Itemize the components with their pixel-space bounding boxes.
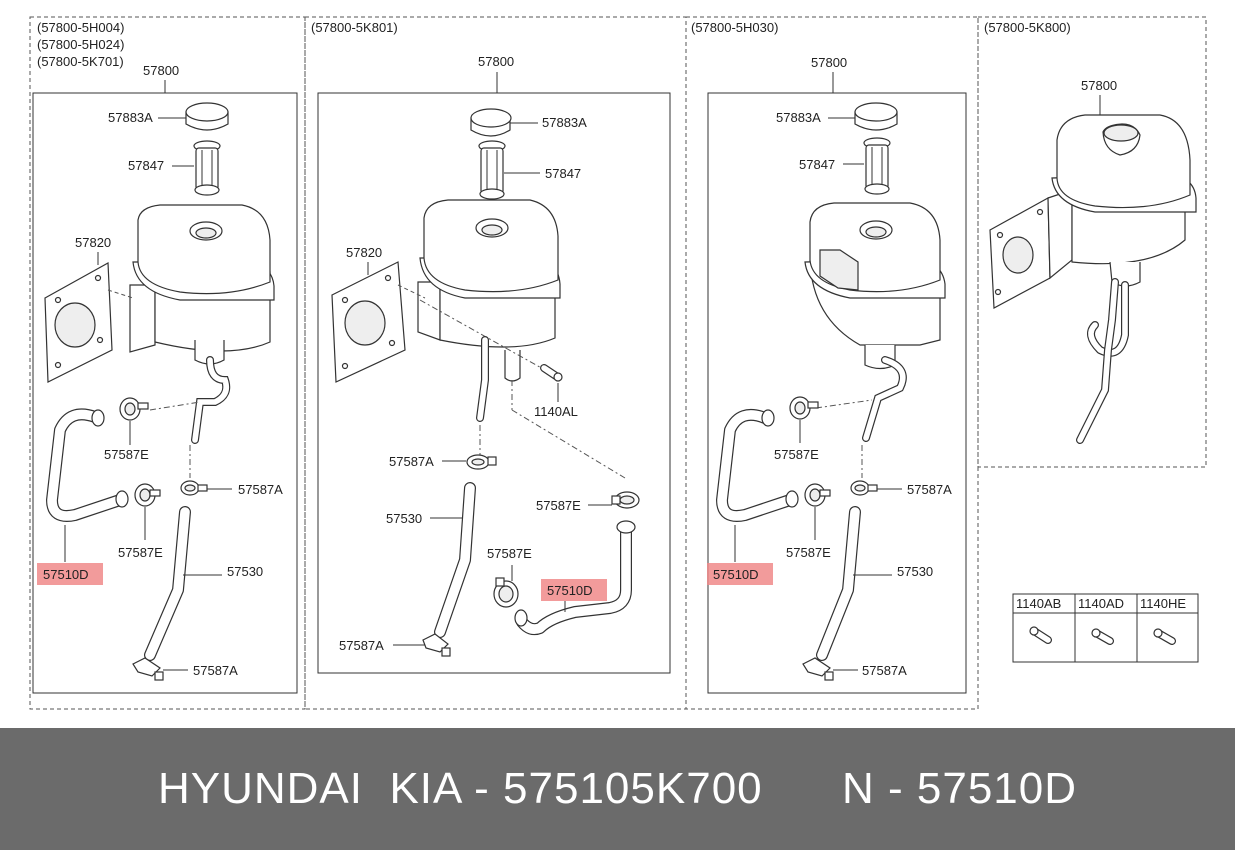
hose-clamp-icon (422, 633, 451, 657)
part-label-cap: 57883A (542, 115, 587, 130)
bolt-icon (1029, 626, 1052, 644)
hose-clamp-icon (180, 480, 208, 496)
part-label-clamp: 57587A (907, 482, 952, 497)
part-label-cap: 57883A (108, 110, 153, 125)
panel-code: (57800-5H030) (691, 20, 778, 35)
inner-box (32, 92, 298, 694)
part-label-cap: 57883A (776, 110, 821, 125)
part-label-bracket: 57820 (75, 235, 111, 250)
filter-icon (863, 137, 891, 195)
part-number-caption: HYUNDAI KIA - 575105K700 N - 57510D (0, 728, 1235, 850)
hose-clamp-icon (132, 657, 164, 681)
hose-clamp-icon (611, 491, 640, 509)
hose-clamp-icon (802, 657, 834, 681)
part-label-hose: 57530 (227, 564, 263, 579)
part-label-clamp: 57587E (118, 545, 163, 560)
bolt-icon (540, 364, 563, 382)
part-label-filter: 57847 (545, 166, 581, 181)
section-frame-4 (977, 16, 1207, 468)
section-frame-3 (685, 16, 979, 710)
panel-2: (57800-5K801) 57800 57883A 57847 (311, 20, 671, 674)
reservoir-tank-icon (417, 199, 561, 382)
highlight-box (37, 563, 103, 585)
part-label-hose: 57530 (897, 564, 933, 579)
hose-clamp-icon (789, 396, 819, 420)
oem-part-number: HYUNDAI KIA - 575105K700 (157, 764, 763, 813)
hose-clamp-icon (804, 483, 831, 507)
part-label-highlighted-hose: 57510D (43, 567, 89, 582)
part-label-clamp: 57587E (536, 498, 581, 513)
part-label-clamp: 57587A (339, 638, 384, 653)
panel-code: (57800-5H004) (37, 20, 124, 35)
panel-1: (57800-5H004) (57800-5H024) (57800-5K701… (32, 20, 298, 694)
bolt-icon (1153, 628, 1176, 645)
part-label-bolt: 1140AL (534, 404, 578, 419)
tank-cap-icon (470, 108, 512, 137)
table-header: 1140HE (1140, 596, 1186, 611)
part-label-tank: 57800 (143, 63, 179, 78)
hose-clamp-icon (119, 397, 149, 421)
part-label-clamp: 57587A (193, 663, 238, 678)
panel-code: (57800-5K801) (311, 20, 398, 35)
diagram-reference: N - 57510D (842, 764, 1078, 813)
highlight-box (707, 563, 773, 585)
part-label-tank: 57800 (478, 54, 514, 69)
part-label-clamp: 57587E (104, 447, 149, 462)
panel-code: (57800-5K800) (984, 20, 1071, 35)
part-label-clamp: 57587E (786, 545, 831, 560)
table-header: 1140AD (1078, 596, 1124, 611)
panel-4: (57800-5K800) 57800 (984, 20, 1197, 444)
highlight-box (541, 579, 607, 601)
highlighted-hose-icon (514, 520, 636, 636)
tank-cap-icon (185, 102, 229, 131)
part-label-highlighted-hose: 57510D (547, 583, 593, 598)
bolt-icon (1091, 628, 1114, 645)
filter-icon (478, 140, 506, 200)
part-label-clamp: 57587E (487, 546, 532, 561)
mounting-bracket-icon (331, 261, 426, 383)
part-label-tank: 57800 (1081, 78, 1117, 93)
inner-box (707, 92, 967, 694)
bolt-table: 1140AB 1140AD 1140HE (1012, 593, 1199, 663)
tank-cap-icon (854, 102, 898, 131)
footer-bar: HYUNDAI KIA - 575105K700 N - 57510D (0, 728, 1235, 850)
part-label-clamp: 57587A (862, 663, 907, 678)
part-label-bracket: 57820 (346, 245, 382, 260)
part-label-tank: 57800 (811, 55, 847, 70)
part-label-hose: 57530 (386, 511, 422, 526)
parts-diagram: (57800-5H004) (57800-5H024) (57800-5K701… (29, 16, 1207, 710)
reservoir-tank-icon (804, 202, 946, 370)
reservoir-tank-icon (129, 204, 275, 365)
panel-code: (57800-5H024) (37, 37, 124, 52)
filter-icon (193, 140, 221, 196)
part-label-clamp: 57587A (389, 454, 434, 469)
panel-code: (57800-5K701) (37, 54, 124, 69)
mounting-bracket-icon (44, 262, 134, 383)
part-label-highlighted-hose: 57510D (713, 567, 759, 582)
part-label-filter: 57847 (799, 157, 835, 172)
reservoir-tank-icon (989, 114, 1197, 309)
part-label-filter: 57847 (128, 158, 164, 173)
hose-clamp-icon (850, 480, 878, 496)
panel-3: (57800-5H030) 57800 57883A 57847 (691, 20, 967, 694)
inner-box (317, 92, 671, 674)
section-frame-2 (304, 16, 687, 710)
hose-clamp-icon (134, 483, 161, 507)
hose-clamp-icon (493, 577, 519, 608)
part-label-clamp: 57587E (774, 447, 819, 462)
part-label-clamp: 57587A (238, 482, 283, 497)
caption-spacer (763, 764, 842, 814)
hose-clamp-icon (466, 454, 497, 470)
table-header: 1140AB (1016, 596, 1061, 611)
highlighted-hose-icon (46, 408, 129, 522)
highlighted-hose-icon (716, 409, 799, 522)
